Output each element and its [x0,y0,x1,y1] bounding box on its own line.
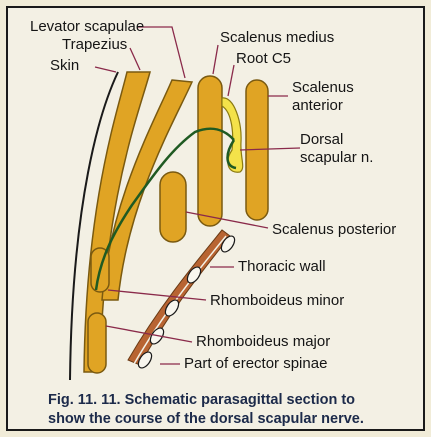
label-dorsal-scapular-line1: Dorsal [300,131,343,148]
caption-line-1: Fig. 11. 11. Schematic parasagittal sect… [48,391,428,410]
leader-rhomboideus-minor [108,290,206,300]
label-skin: Skin [50,57,79,74]
rhomboideus-major-muscle [88,313,106,373]
leader-levator-scapulae [138,27,185,78]
leader-skin [95,67,116,72]
label-thoracic-wall: Thoracic wall [238,258,326,275]
label-trapezius: Trapezius [62,36,127,53]
label-scalenus-posterior: Scalenus posterior [272,221,396,238]
label-erector-spinae: Part of erector spinae [184,355,327,372]
label-dorsal-scapular-line2: scapular n. [300,149,373,166]
leader-scalenus-medius [213,45,218,74]
root-c5 [222,98,243,172]
label-levator-scapulae: Levator scapulae [30,18,144,35]
leader-trapezius [130,48,140,70]
label-scalenus-medius: Scalenus medius [220,29,334,46]
label-rhomboideus-minor: Rhomboideus minor [210,292,344,309]
scalenus-posterior-muscle [160,172,186,242]
leader-root-c5 [228,65,234,96]
caption-line-2: show the course of the dorsal scapular n… [48,410,428,429]
label-root-c5: Root C5 [236,50,291,67]
scalenus-medius-muscle [198,76,222,226]
label-rhomboideus-major: Rhomboideus major [196,333,330,350]
figure-caption: Fig. 11. 11. Schematic parasagittal sect… [48,391,428,429]
label-scalenus-anterior-line2: anterior [292,97,343,114]
label-scalenus-anterior-line1: Scalenus [292,79,354,96]
